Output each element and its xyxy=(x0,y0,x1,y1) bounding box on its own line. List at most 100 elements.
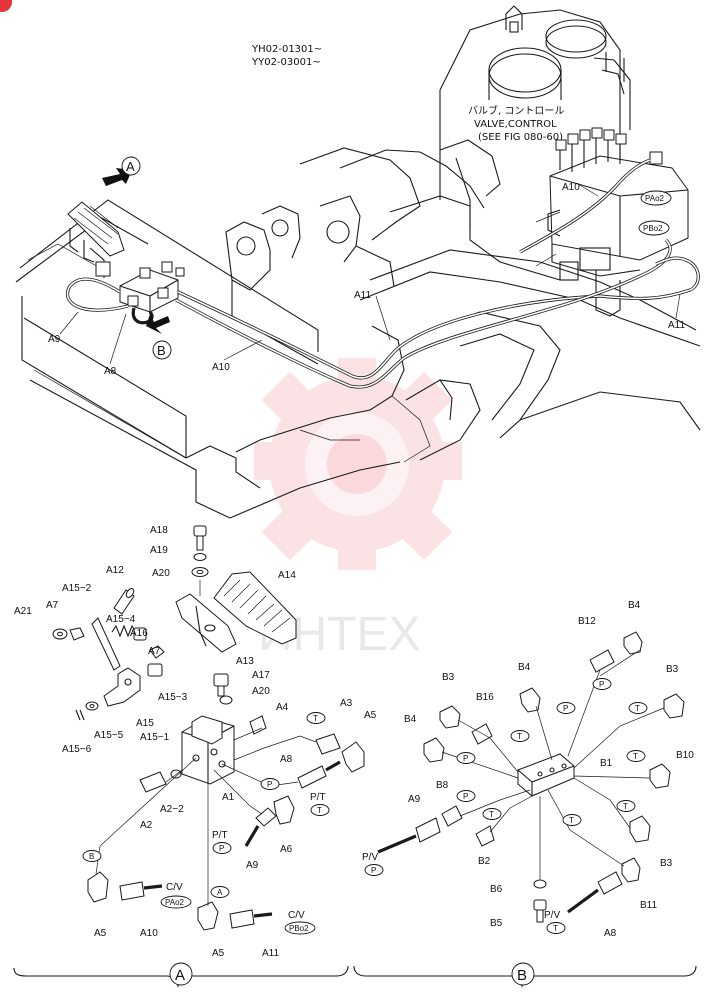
label-A14: A14 xyxy=(278,570,296,581)
label-A11-mid: A11 xyxy=(354,290,371,301)
port-pAo2-top: PAo2 xyxy=(640,190,672,206)
view-b-arrow-icon xyxy=(146,314,170,334)
overview-leaders xyxy=(59,183,681,365)
port-pBo2-a11: PBo2 xyxy=(284,921,316,935)
label-A8-mid: A8 xyxy=(280,754,293,765)
label-A15-2: A15−2 xyxy=(62,583,92,594)
svg-text:A: A xyxy=(217,888,223,897)
svg-text:A: A xyxy=(126,159,135,174)
label-A19: A19 xyxy=(150,545,168,556)
port-t-b16: T xyxy=(510,730,530,742)
label-A21: A21 xyxy=(14,606,32,617)
port-p-b12: P xyxy=(592,678,612,690)
corner-marker xyxy=(0,0,12,12)
label-B4-top: B4 xyxy=(628,600,641,611)
view-b-bracket xyxy=(353,965,697,988)
port-a-a5: A xyxy=(210,886,230,898)
label-A1: A1 xyxy=(222,792,235,803)
label-A7-left: A7 xyxy=(46,600,59,611)
label-A2-2: A2−2 xyxy=(160,804,184,815)
label-A3: A3 xyxy=(340,698,353,709)
label-A8-b: A8 xyxy=(604,928,617,939)
label-A2: A2 xyxy=(140,820,153,831)
label-pv-p: P/V xyxy=(362,852,378,863)
port-t-b3-bottom: T xyxy=(616,800,636,812)
label-B3-bottom: B3 xyxy=(660,858,673,869)
svg-text:P: P xyxy=(219,844,224,853)
svg-text:PBo2: PBo2 xyxy=(643,224,663,233)
serial-line-2: YY02-03001~ xyxy=(251,57,321,68)
label-A5-right: A5 xyxy=(364,710,377,721)
label-A15-4: A15−4 xyxy=(106,614,136,625)
label-A5-lower-mid: A5 xyxy=(212,948,225,959)
label-A9-mid: A9 xyxy=(246,860,259,871)
label-B1: B1 xyxy=(600,758,613,769)
view-a-caption: A xyxy=(169,962,193,986)
label-A20-mid: A20 xyxy=(252,686,270,697)
port-p-a9: P xyxy=(212,842,232,854)
svg-text:B: B xyxy=(517,967,527,984)
label-A10-valve: A10 xyxy=(562,182,580,193)
view-b-parts xyxy=(377,631,685,923)
valve-note-jp: バルブ, コントロール xyxy=(468,104,564,117)
label-B3-right: B3 xyxy=(666,664,679,675)
label-B10: B10 xyxy=(676,750,694,761)
label-A9-top: A9 xyxy=(48,334,61,345)
svg-text:P: P xyxy=(599,680,604,689)
port-p-a8: P xyxy=(260,778,280,790)
svg-text:PBo2: PBo2 xyxy=(289,924,309,933)
svg-text:T: T xyxy=(489,810,494,819)
label-B2: B2 xyxy=(478,856,491,867)
label-A20-top: A20 xyxy=(152,568,170,579)
svg-text:A: A xyxy=(175,967,185,984)
label-A15-3: A15−3 xyxy=(158,692,188,703)
svg-text:B: B xyxy=(157,343,166,358)
watermark-gear-icon xyxy=(254,358,462,570)
label-A8-top: A8 xyxy=(104,366,117,377)
label-cv-a10: C/V xyxy=(166,882,183,893)
valve-note-en: VALVE,CONTROL xyxy=(474,119,557,130)
label-B16: B16 xyxy=(476,692,494,703)
pilot-hoses xyxy=(65,158,700,389)
svg-text:B: B xyxy=(89,852,94,861)
label-A13: A13 xyxy=(236,656,254,667)
label-A16: A16 xyxy=(130,628,148,639)
label-pt-a8: P/T xyxy=(310,792,326,803)
view-a-marker: A xyxy=(121,156,141,176)
label-A11-right: A11 xyxy=(668,320,685,331)
label-A6: A6 xyxy=(280,844,293,855)
svg-text:T: T xyxy=(633,752,638,761)
port-t-a8: T xyxy=(310,804,330,816)
label-B4-left: B4 xyxy=(404,714,417,725)
svg-text:T: T xyxy=(623,802,628,811)
port-pAo2-a10: PAo2 xyxy=(160,895,192,909)
port-p-b8: P xyxy=(456,790,476,802)
svg-text:T: T xyxy=(317,806,322,815)
label-B3-left: B3 xyxy=(442,672,455,683)
label-A17: A17 xyxy=(252,670,270,681)
label-cv-a11: C/V xyxy=(288,910,305,921)
label-pt-a9: P/T xyxy=(212,830,228,841)
pilot-valve-block-top xyxy=(119,261,185,313)
view-b-marker: B xyxy=(152,340,172,360)
label-B6: B6 xyxy=(490,884,503,895)
label-A4: A4 xyxy=(276,702,289,713)
serial-line-1: YH02-01301~ xyxy=(251,44,322,55)
label-B5: B5 xyxy=(490,918,503,929)
port-t-pv: T xyxy=(546,922,566,934)
port-t-b2: T xyxy=(482,808,502,820)
label-A15-6: A15−6 xyxy=(62,744,92,755)
svg-text:P: P xyxy=(371,866,376,875)
svg-text:P: P xyxy=(463,792,468,801)
port-p-pv: P xyxy=(364,864,384,876)
port-p-b4: P xyxy=(556,702,576,714)
label-A11-lower: A11 xyxy=(262,948,279,959)
svg-text:T: T xyxy=(569,816,574,825)
label-A5-lower-left: A5 xyxy=(94,928,107,939)
svg-text:P: P xyxy=(563,704,568,713)
port-t-b11: T xyxy=(562,814,582,826)
port-t-b10: T xyxy=(626,750,646,762)
svg-text:T: T xyxy=(553,924,558,933)
label-A9-b: A9 xyxy=(408,794,421,805)
